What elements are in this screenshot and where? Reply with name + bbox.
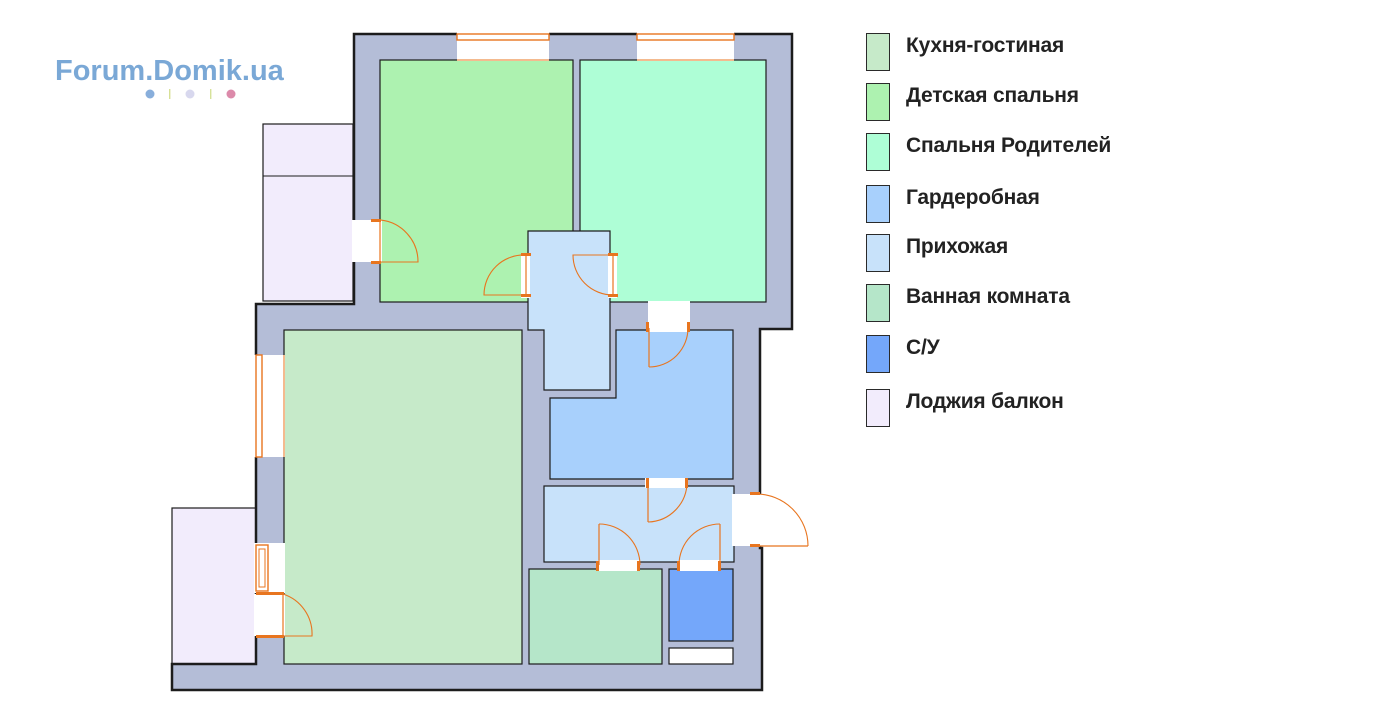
legend-label: Спальня Родителей (906, 134, 1112, 157)
legend-item-parents-bedroom: Спальня Родителей (866, 133, 1186, 173)
window-parents (636, 33, 735, 41)
window-kids (456, 33, 550, 41)
legend-item-wardrobe: Гардеробная (866, 185, 1186, 225)
window-kitchen (255, 354, 263, 458)
logo-dot (185, 89, 195, 99)
legend-item-kitchen-living: Кухня-гостиная (866, 33, 1186, 73)
legend-swatch (866, 83, 890, 121)
wardrobe (549, 329, 734, 480)
hallway-upper (527, 230, 611, 391)
legend-item-hallway: Прихожая (866, 234, 1186, 274)
logo-dot (145, 89, 155, 99)
legend-label: Кухня-гостиная (906, 34, 1065, 57)
legend-swatch (866, 185, 890, 223)
bathroom-niche (668, 647, 734, 665)
loggia-bottom (171, 507, 257, 665)
logo-dot (169, 89, 171, 99)
legend-swatch (866, 335, 890, 373)
legend-swatch (866, 389, 890, 427)
legend-label: Ванная комната (906, 285, 1070, 308)
window-kitchen-small (255, 544, 269, 592)
legend-swatch (866, 33, 890, 71)
logo-text: Forum.Domik.ua (55, 55, 285, 87)
hallway-lower (543, 485, 735, 563)
legend-item-loggia: Лоджия балкон (866, 389, 1186, 429)
legend-swatch (866, 234, 890, 272)
legend-label: Гардеробная (906, 186, 1040, 209)
legend-item-kids-bedroom: Детская спальня (866, 83, 1186, 123)
windows (254, 32, 735, 593)
logo-dot (210, 89, 212, 99)
logo-dot (226, 89, 236, 99)
legend-label: Лоджия балкон (906, 390, 1064, 413)
doors (256, 219, 809, 638)
forum-domik-logo: Forum.Domik.ua (55, 55, 285, 99)
wc (668, 568, 734, 642)
legend-item-bathroom: Ванная комната (866, 284, 1186, 324)
legend-label: С/У (906, 336, 940, 359)
legend-label: Прихожая (906, 235, 1009, 258)
legend-item-wc: С/У (866, 335, 1186, 375)
legend-swatch (866, 284, 890, 322)
loggia-top (262, 123, 354, 302)
legend-swatch (866, 133, 890, 171)
bathroom (528, 568, 663, 665)
kitchen-living-room (283, 329, 523, 665)
legend-label: Детская спальня (906, 84, 1079, 107)
